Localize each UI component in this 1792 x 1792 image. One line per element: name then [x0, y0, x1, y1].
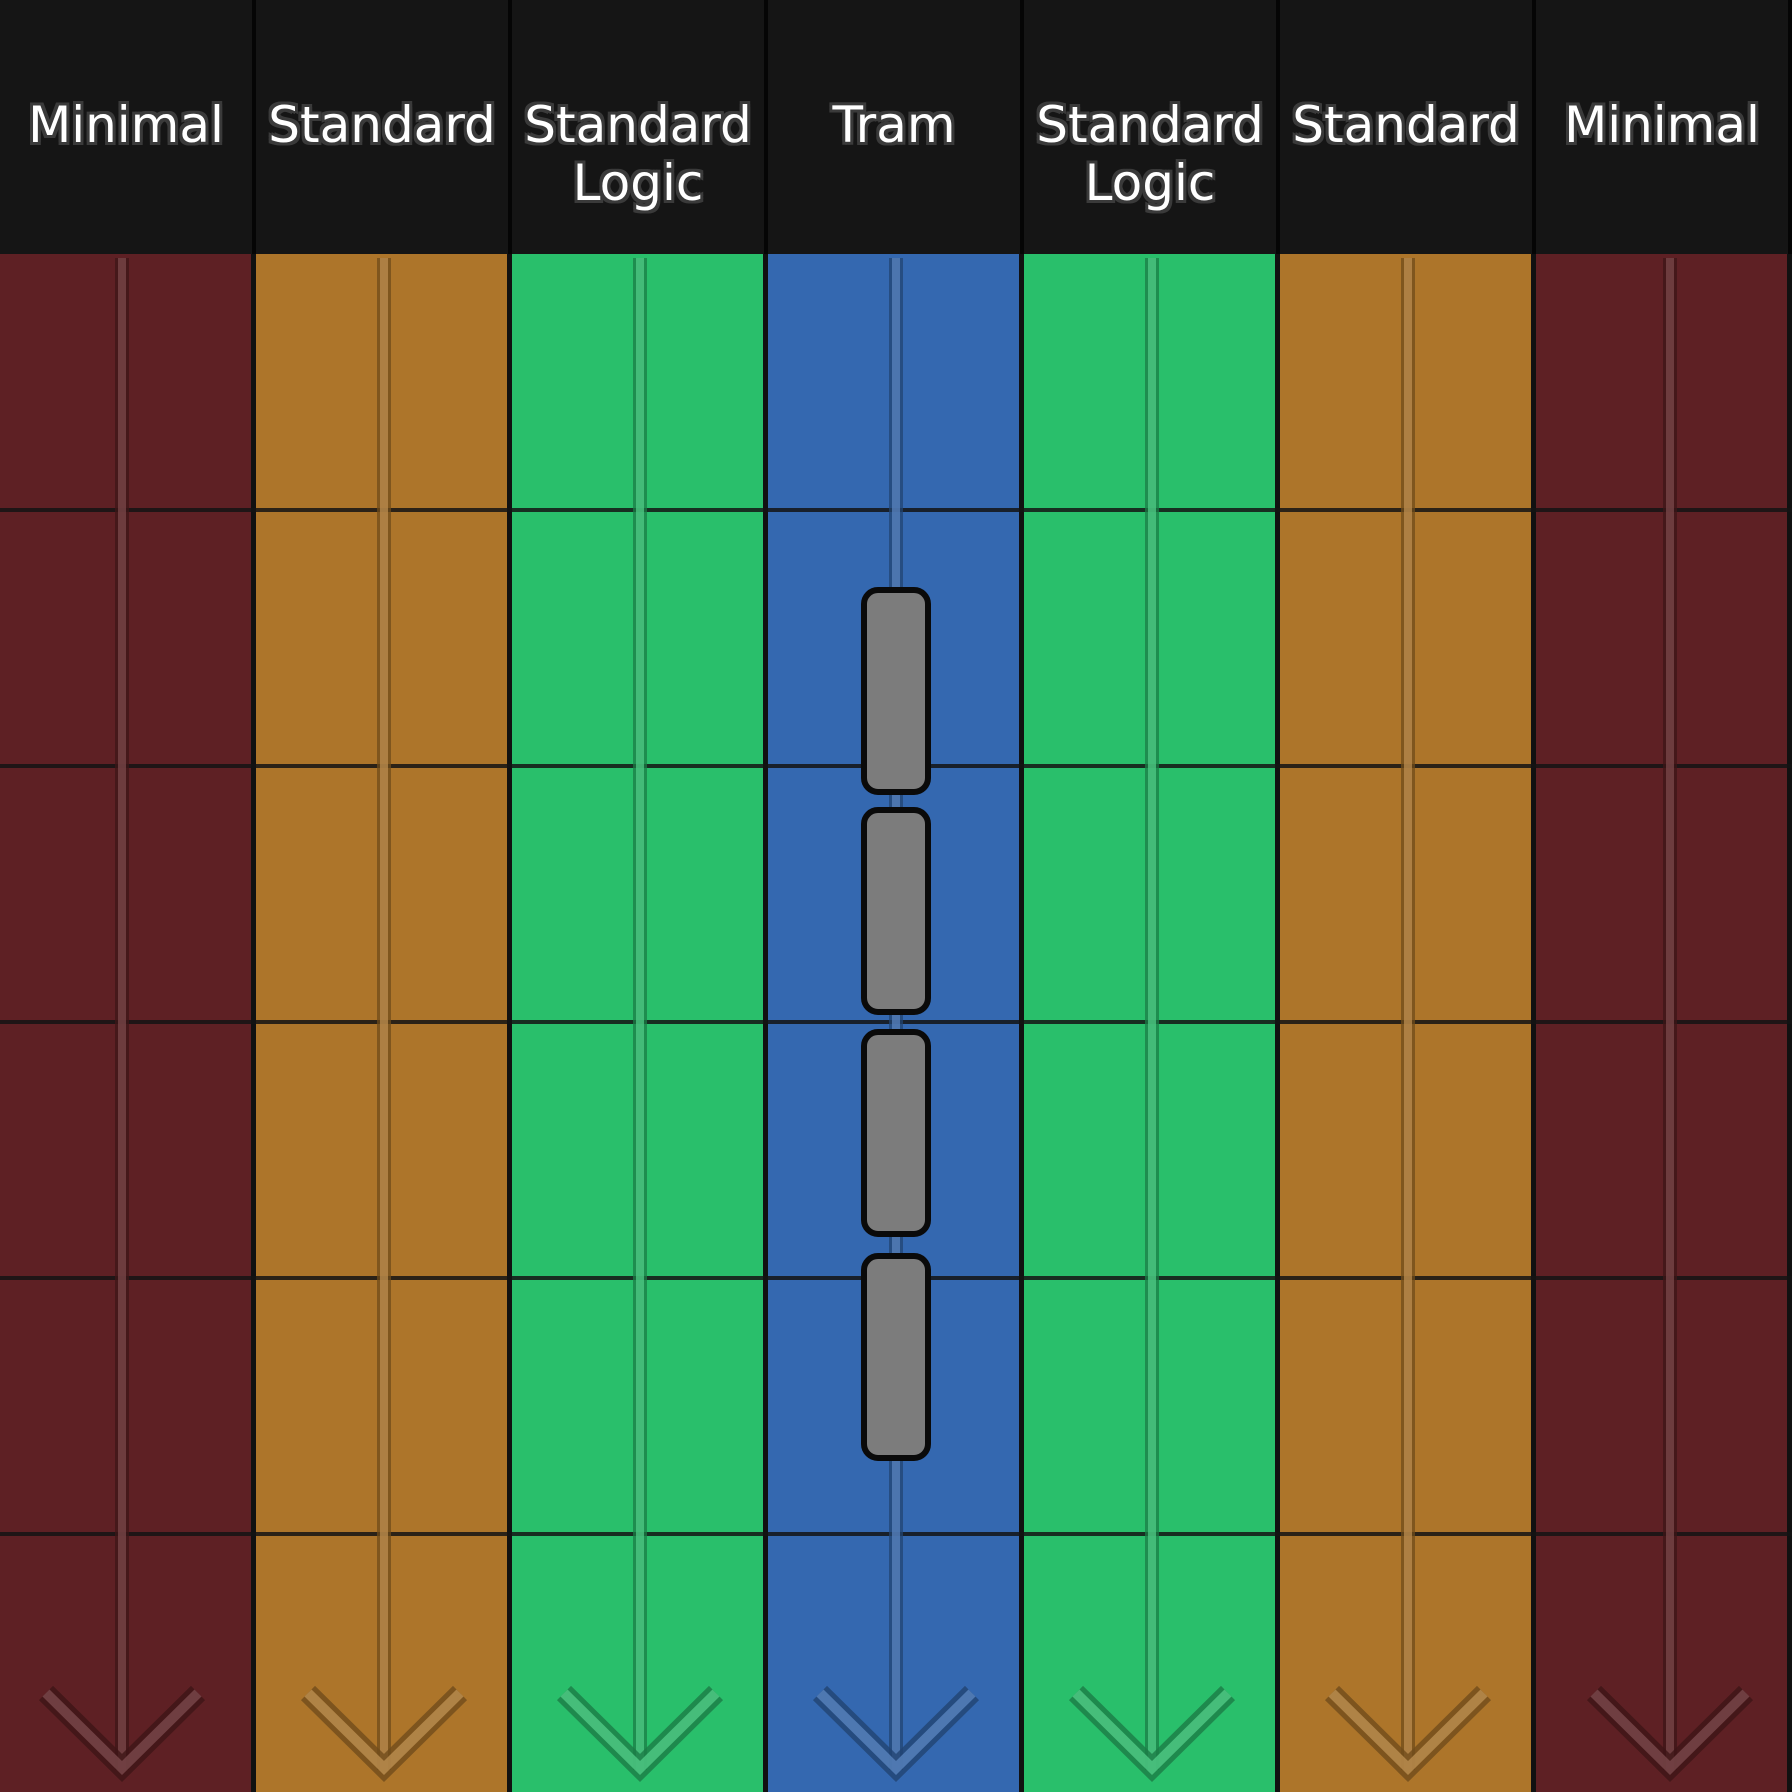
- grid-line: [0, 1276, 1792, 1280]
- lane-header-1: Minimal: [0, 0, 256, 254]
- grid-line: [0, 1020, 1792, 1024]
- lane-header-7: Minimal: [1536, 0, 1792, 254]
- grid-line: [0, 1532, 1792, 1536]
- lane-header-label: Standard: [1036, 96, 1264, 154]
- grid-line: [0, 508, 1792, 512]
- lane-header-6: Standard: [1280, 0, 1536, 254]
- lane-header-label: Logic: [1084, 154, 1216, 212]
- grid-line: [0, 764, 1792, 768]
- lane-header-4: Tram: [768, 0, 1024, 254]
- lane-header-label: Standard: [524, 96, 752, 154]
- lane-header-2: Standard: [256, 0, 512, 254]
- lane-header-label: Standard: [268, 96, 496, 154]
- lane-header-label: Minimal: [1564, 96, 1760, 154]
- lane-header-label: Minimal: [28, 96, 224, 154]
- lane-header-label: Tram: [832, 96, 956, 154]
- lane-header-label: Standard: [1292, 96, 1520, 154]
- lane-header-label: Logic: [572, 154, 704, 212]
